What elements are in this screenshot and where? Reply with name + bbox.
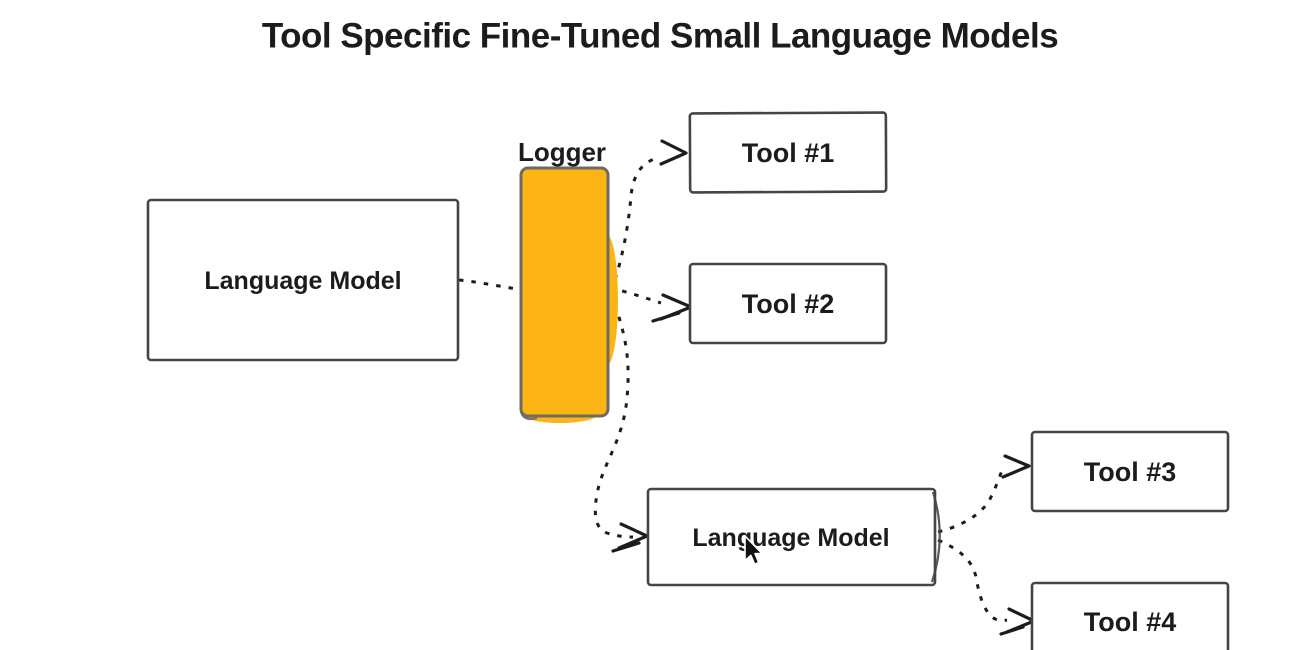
language-model-bottom-sketch-edge: [930, 491, 941, 583]
mouse-pointer-icon: [744, 535, 763, 566]
tool-4-box: [1030, 581, 1230, 650]
language-model-bottom-box: [646, 487, 937, 587]
connector-logger-to-tool-2: [609, 286, 662, 305]
tool-2-node: Tool #2: [688, 262, 888, 345]
logger-bar: [519, 166, 610, 418]
language-model-left-box: [146, 198, 460, 362]
tool-3-box: [1030, 430, 1230, 513]
tool-1-node: Tool #1: [688, 111, 888, 194]
tool-3-node: Tool #3: [1030, 430, 1230, 513]
arrowhead-tool-3: [1001, 454, 1031, 479]
language-model-left-label: Language Model: [204, 267, 401, 295]
tool-2-label: Tool #2: [742, 289, 835, 319]
connector-logger-to-lm-bottom: [593, 292, 634, 539]
logger-node: Logger: [518, 137, 618, 423]
tool-1-label: Tool #1: [742, 138, 835, 168]
tool-3-label: Tool #3: [1084, 457, 1177, 487]
tool-4-node: Tool #4: [1030, 581, 1230, 650]
connector-lm-bottom-to-tool-4: [937, 538, 1008, 623]
tool-4-label: Tool #4: [1084, 607, 1177, 637]
language-model-left-node: Language Model: [146, 198, 460, 362]
arrowhead-tool-4-extra-stroke: [999, 625, 1025, 636]
box-group: Language Model Tool #1 Tool #2 Language …: [146, 111, 1230, 650]
diagram-title: Tool Specific Fine-Tuned Small Language …: [262, 17, 1058, 56]
connector-lm-bottom-to-tool-3: [937, 468, 1005, 534]
connector-group: [458, 156, 1008, 623]
tool-2-box: [688, 262, 888, 345]
connector-logger-to-tool-1: [609, 156, 659, 292]
arrowhead-lm-bottom-extra-stroke: [611, 541, 641, 553]
language-model-bottom-label: Language Model: [692, 524, 889, 552]
arrowhead-tool-1: [659, 139, 688, 166]
logger-label: Logger: [518, 137, 606, 167]
arrowhead-tool-2-extra-stroke: [651, 311, 681, 323]
language-model-bottom-node: Language Model: [646, 487, 941, 587]
connector-lm-left-to-logger: [458, 278, 518, 291]
tool-1-box: [688, 111, 888, 194]
